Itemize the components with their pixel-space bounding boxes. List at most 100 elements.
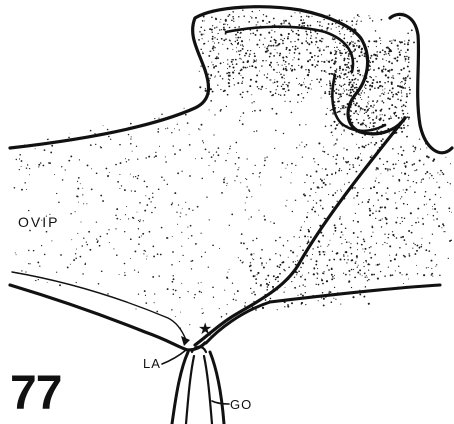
stipple-dot bbox=[283, 74, 284, 75]
stipple-dot bbox=[336, 139, 337, 140]
stipple-dot bbox=[201, 308, 202, 309]
stipple-dot bbox=[317, 61, 319, 63]
stipple-dot bbox=[335, 299, 336, 300]
stipple-dot bbox=[277, 276, 279, 278]
stipple-dot bbox=[431, 260, 433, 262]
stipple-dot bbox=[260, 89, 262, 91]
stipple-dot bbox=[101, 271, 103, 273]
stipple-dot bbox=[440, 197, 441, 198]
stipple-dot bbox=[220, 89, 221, 90]
stipple-dot bbox=[298, 65, 299, 66]
stipple-dot bbox=[23, 312, 24, 313]
stipple-dot bbox=[303, 284, 304, 285]
stipple-dot bbox=[227, 15, 229, 17]
stipple-dot bbox=[340, 55, 341, 56]
stipple-dot bbox=[295, 165, 296, 166]
stipple-dot bbox=[271, 66, 272, 67]
stipple-dot bbox=[67, 14, 68, 15]
stipple-dot bbox=[318, 251, 320, 253]
stipple-dot bbox=[353, 220, 354, 221]
stipple-dot bbox=[317, 21, 318, 22]
stipple-dot bbox=[172, 281, 174, 283]
stipple-dot bbox=[346, 262, 347, 263]
stipple-dot bbox=[224, 290, 225, 291]
stipple-dot bbox=[111, 328, 112, 329]
stipple-dot bbox=[290, 41, 291, 42]
stipple-dot bbox=[277, 309, 278, 310]
stipple-dot bbox=[70, 213, 71, 214]
stipple-dot bbox=[21, 189, 23, 191]
stipple-dot bbox=[118, 61, 119, 62]
stipple-dot bbox=[242, 61, 244, 63]
stipple-dot bbox=[28, 210, 29, 211]
stipple-dot bbox=[284, 94, 286, 96]
stipple-dot bbox=[265, 60, 266, 61]
stipple-dot bbox=[227, 340, 229, 342]
stipple-dot bbox=[313, 206, 315, 208]
stipple-dot bbox=[144, 105, 145, 106]
stipple-dot bbox=[68, 160, 70, 162]
stipple-dot bbox=[191, 235, 193, 237]
stipple-dot bbox=[212, 91, 214, 93]
stipple-dot bbox=[90, 130, 92, 132]
stipple-dot bbox=[439, 142, 440, 143]
stipple-dot bbox=[177, 172, 179, 174]
stipple-dot bbox=[76, 249, 77, 250]
stipple-dot bbox=[347, 51, 348, 52]
stipple-dot bbox=[417, 208, 419, 210]
stipple-dot bbox=[335, 53, 337, 55]
stipple-dot bbox=[338, 26, 339, 27]
stipple-dot bbox=[335, 78, 337, 80]
stipple-dot bbox=[259, 172, 260, 173]
stipple-dot bbox=[250, 50, 251, 51]
stipple-dot bbox=[227, 277, 229, 279]
stipple-dot bbox=[307, 236, 308, 237]
stipple-dot bbox=[238, 16, 240, 18]
stipple-dot bbox=[302, 22, 304, 24]
stipple-dot bbox=[299, 145, 300, 146]
stipple-dot bbox=[297, 47, 299, 49]
stipple-dot bbox=[374, 254, 376, 256]
stipple-dot bbox=[44, 254, 46, 256]
stipple-dot bbox=[323, 61, 325, 63]
stipple-dot bbox=[203, 312, 204, 313]
stipple-dot bbox=[327, 246, 328, 247]
stipple-dot bbox=[417, 217, 418, 218]
stipple-dot bbox=[187, 227, 188, 228]
stipple-dot bbox=[120, 116, 121, 117]
stipple-dot bbox=[276, 81, 278, 83]
stipple-dot bbox=[257, 274, 258, 275]
stipple-dot bbox=[429, 72, 431, 74]
stipple-dot bbox=[292, 31, 294, 33]
stipple-dot bbox=[124, 272, 125, 273]
stipple-dot bbox=[372, 305, 374, 307]
leader-la bbox=[162, 350, 186, 364]
stipple-dot bbox=[406, 136, 408, 138]
stipple-dot bbox=[374, 144, 376, 146]
stipple-dot bbox=[386, 198, 388, 200]
stipple-dot bbox=[317, 33, 319, 35]
stipple-dot bbox=[40, 41, 41, 42]
stipple-dot bbox=[41, 245, 42, 246]
stipple-dot bbox=[387, 168, 389, 170]
stipple-dot bbox=[382, 218, 383, 219]
stipple-dot bbox=[167, 288, 169, 290]
stipple-dot bbox=[60, 290, 61, 291]
stipple-dot bbox=[390, 116, 391, 117]
stipple-dot bbox=[440, 174, 441, 175]
stipple-dot bbox=[204, 30, 206, 32]
stipple-dot bbox=[310, 259, 311, 260]
stipple-dot bbox=[442, 315, 444, 317]
stipple-dot bbox=[406, 93, 408, 95]
stipple-dot bbox=[343, 85, 344, 86]
stipple-dot bbox=[282, 162, 284, 164]
stipple-dot bbox=[35, 148, 36, 149]
stipple-dot bbox=[270, 298, 272, 300]
stipple-dot bbox=[450, 322, 451, 323]
stipple-dot bbox=[15, 252, 16, 253]
stipple-dot bbox=[338, 107, 339, 108]
stipple-dot bbox=[151, 326, 152, 327]
stipple-dot bbox=[333, 278, 334, 279]
stipple-dot bbox=[249, 39, 250, 40]
stipple-dot bbox=[313, 200, 314, 201]
